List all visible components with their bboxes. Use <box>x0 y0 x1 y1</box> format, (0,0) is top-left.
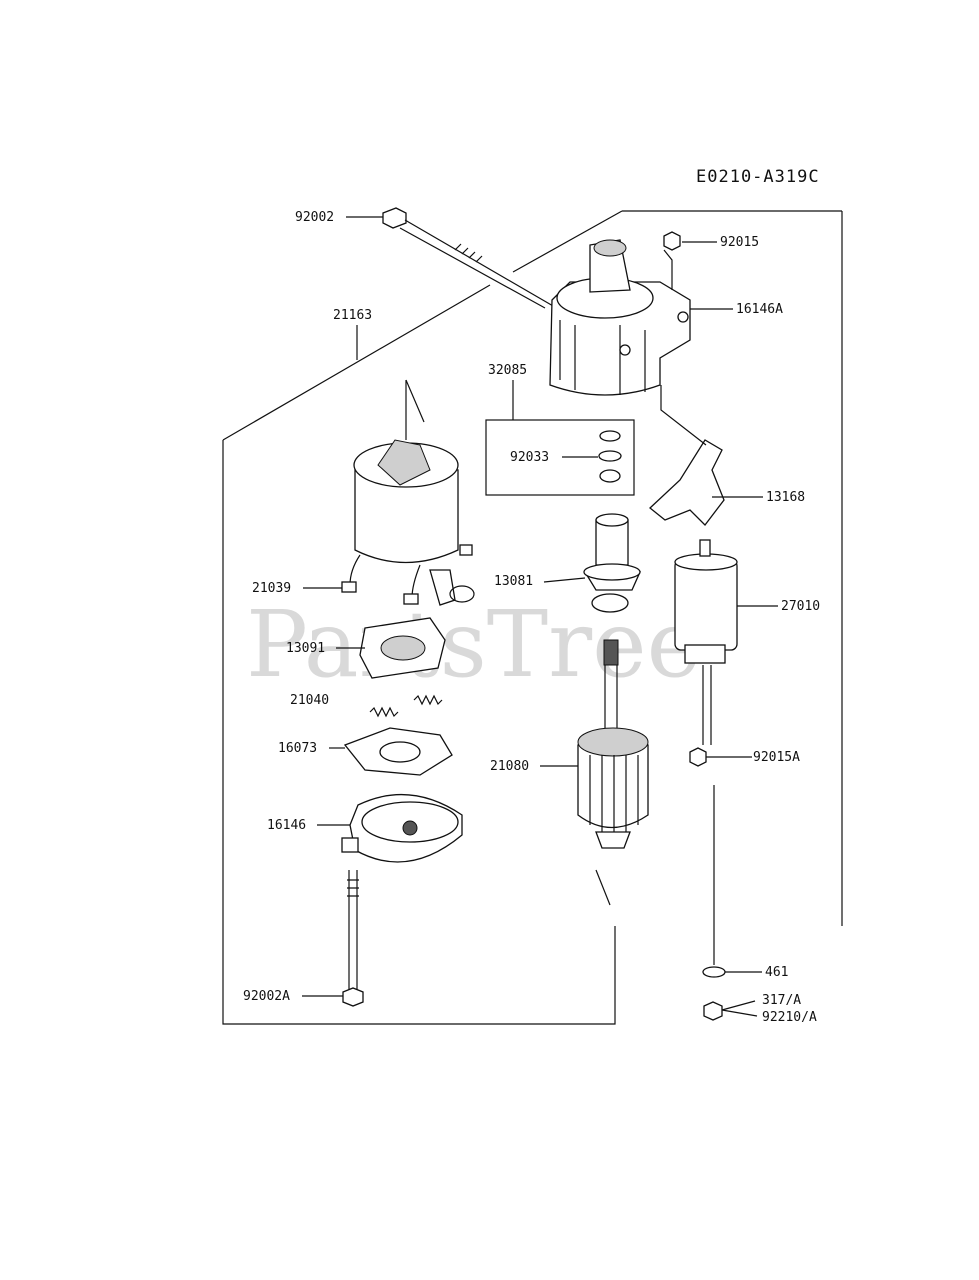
callout-92015A: 92015A <box>753 750 800 765</box>
callout-317A: 317/A <box>762 993 801 1008</box>
callout-32085: 32085 <box>488 363 527 378</box>
nut-92210A <box>703 1001 723 1021</box>
diagram-code: E0210-A319C <box>696 167 820 187</box>
callout-16073: 16073 <box>278 741 317 756</box>
watermark-logo: PartsTree <box>246 591 701 698</box>
yoke-21163 <box>353 379 459 564</box>
brush-holder-13091 <box>359 617 446 679</box>
plate-16073 <box>343 727 453 776</box>
springs-21040 <box>369 694 443 718</box>
bolt-92002A <box>342 870 364 1007</box>
rear-cover-16146 <box>341 794 463 863</box>
callout-92002A: 92002A <box>243 989 290 1004</box>
assembly-outline <box>222 210 843 1025</box>
callout-21080: 21080 <box>490 759 529 774</box>
callout-13081: 13081 <box>494 574 533 589</box>
solenoid-27010 <box>674 539 738 745</box>
callout-16146: 16146 <box>267 818 306 833</box>
front-housing-16146A <box>549 239 691 396</box>
callout-92033: 92033 <box>510 450 549 465</box>
callout-21039: 21039 <box>252 581 291 596</box>
callout-27010: 27010 <box>781 599 820 614</box>
callout-16146A: 16146A <box>736 302 783 317</box>
callout-21163: 21163 <box>333 308 372 323</box>
bracket-32085 <box>485 419 635 496</box>
washer-461 <box>702 966 726 978</box>
washers-92033 <box>598 430 622 483</box>
callout-labels: 92002 92015 16146A 21163 32085 92033 131… <box>243 210 820 1025</box>
nut-92015A <box>689 747 707 767</box>
leads-21039 <box>341 544 475 606</box>
armature-21080 <box>577 639 649 906</box>
callout-92210A: 92210/A <box>762 1010 817 1025</box>
lever-13168 <box>649 439 725 526</box>
nut-92015 <box>663 231 681 251</box>
callout-92002: 92002 <box>295 210 334 225</box>
callout-92015: 92015 <box>720 235 759 250</box>
callout-13091: 13091 <box>286 641 325 656</box>
pinion-13081 <box>583 513 642 613</box>
leader-lines <box>302 216 778 1017</box>
bolt-92002 <box>382 207 561 311</box>
callout-13168: 13168 <box>766 490 805 505</box>
callout-21040: 21040 <box>290 693 329 708</box>
callout-461: 461 <box>765 965 788 980</box>
